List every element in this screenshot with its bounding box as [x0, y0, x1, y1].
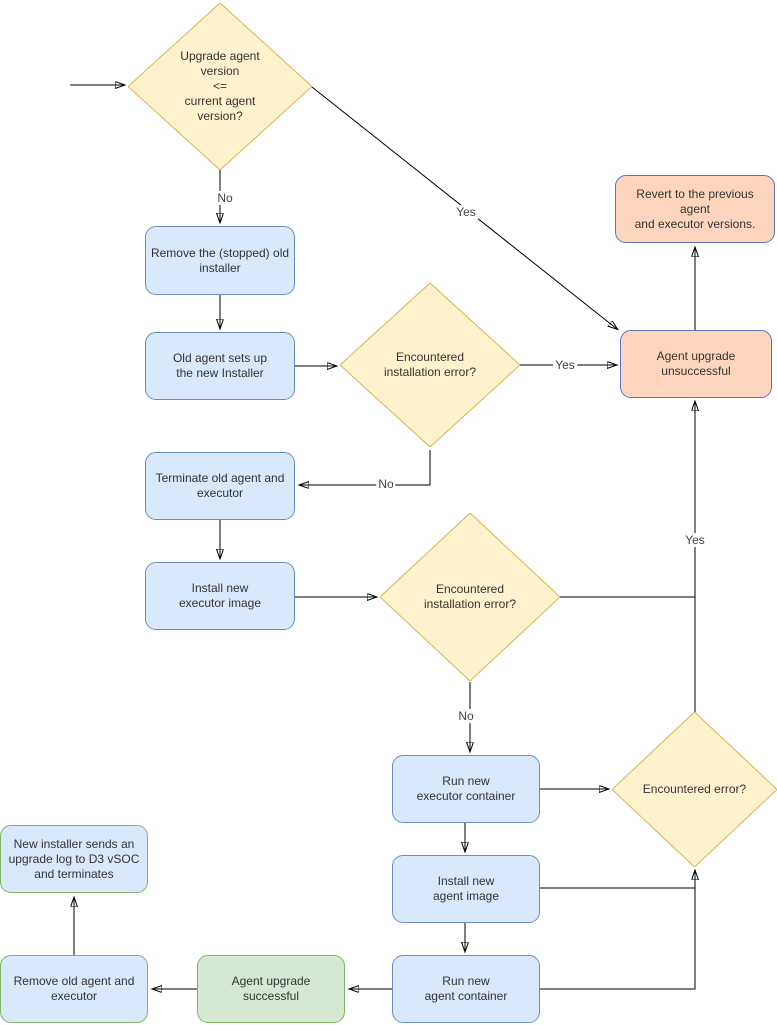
node-terminate-old-agent: Terminate old agent and executor [145, 452, 295, 520]
node-install-agent-image: Install new agent image [392, 855, 540, 923]
node-label: Agent upgrade unsuccessful [656, 349, 736, 378]
edge-label-merged-yes: Yes [683, 533, 707, 547]
edge-run-agent-to-decision4 [540, 871, 695, 990]
edge-label-decision1-yes: Yes [454, 205, 478, 219]
node-label: Revert to the previous agent and executo… [634, 186, 756, 231]
node-decision-install-error-1: Encountered installation error? [340, 283, 520, 447]
edge-label-decision2-no: No [376, 477, 396, 491]
node-remove-old-agent: Remove old agent and executor [0, 955, 148, 1023]
node-label: Terminate old agent and executor [155, 471, 285, 500]
node-label: Run new executor container [416, 774, 516, 803]
diamond-shape [612, 712, 777, 867]
node-label: Remove old agent and executor [13, 974, 135, 1003]
node-decision-error: Encountered error? [612, 712, 777, 867]
node-label: Upgrade agent version <= current agent v… [180, 49, 260, 123]
node-remove-stopped-installer: Remove the (stopped) old installer [145, 226, 295, 295]
node-label: Encountered installation error? [423, 582, 517, 611]
node-label: Encountered installation error? [383, 350, 477, 379]
node-decision-install-error-2: Encountered installation error? [380, 513, 560, 681]
node-label: Old agent sets up the new Installer [172, 351, 268, 380]
node-label: Install new executor image [178, 581, 262, 610]
diamond-shape [128, 3, 312, 170]
node-label: Encountered error? [642, 782, 747, 796]
node-label: Install new agent image [432, 874, 500, 903]
node-new-installer-log: New installer sends an upgrade log to D3… [0, 825, 148, 893]
node-label: New installer sends an upgrade log to D3… [8, 836, 140, 881]
node-agent-upgrade-unsuccessful: Agent upgrade unsuccessful [620, 330, 772, 398]
node-label: Run new agent container [424, 974, 508, 1003]
node-install-executor-image: Install new executor image [145, 562, 295, 630]
node-agent-upgrade-successful: Agent upgrade successful [197, 955, 345, 1023]
diamond-shape [340, 283, 520, 447]
node-run-agent-container: Run new agent container [392, 955, 540, 1023]
edge-label-decision2-yes: Yes [553, 358, 577, 372]
diamond-shape [380, 513, 560, 681]
node-decision-upgrade-version: Upgrade agent version <= current agent v… [128, 3, 312, 170]
node-revert-versions: Revert to the previous agent and executo… [615, 175, 775, 243]
node-old-agent-setup: Old agent sets up the new Installer [145, 332, 295, 400]
node-label: Remove the (stopped) old installer [150, 245, 290, 275]
edge-decision2-no [300, 450, 431, 485]
edge-label-decision3-no: No [456, 709, 476, 723]
node-label: Agent upgrade successful [231, 974, 311, 1003]
node-run-executor-container: Run new executor container [392, 755, 540, 823]
edge-label-decision1-no: No [215, 191, 235, 205]
